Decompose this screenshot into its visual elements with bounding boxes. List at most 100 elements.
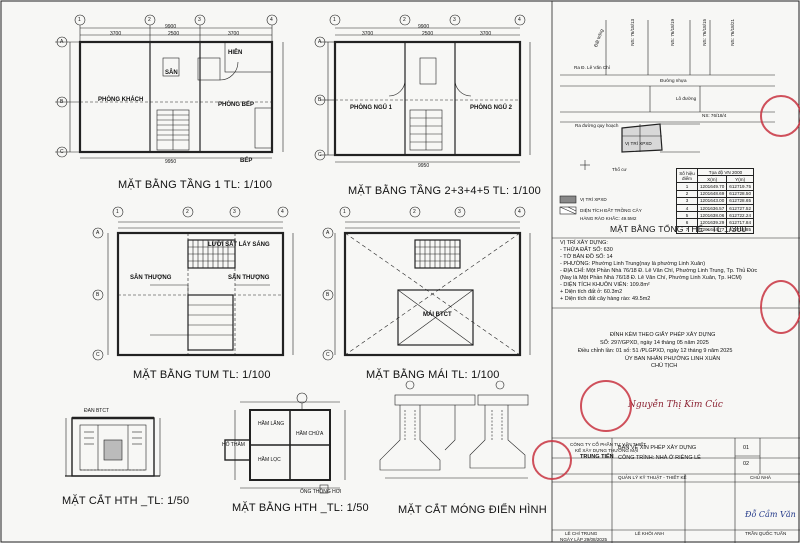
grid-col-1: 1 (78, 17, 81, 23)
hth-tank-store: HẦM CHỨA (296, 431, 324, 437)
info-line: - TỜ BẢN ĐỒ SỐ: 14 (560, 254, 613, 260)
legend-green: DIỆN TÍCH ĐẤT TRỒNG CÂY (580, 208, 642, 213)
tum-terrace-left: SÂN THƯỢNG (130, 275, 172, 281)
permit-signature: Nguyễn Thị Kim Cúc (628, 400, 723, 410)
company-line2: KẾ XÂY DỰNG THƯƠNG MẠI (575, 448, 639, 453)
coord-cell: 612728.50 (726, 189, 754, 198)
grid-row-c-4: C (326, 352, 330, 358)
permit-line4: ỦY BAN NHÂN PHƯỜNG LINH XUÂN (625, 356, 721, 362)
room-kitchen: PHÒNG BẾP (218, 102, 255, 108)
hth-tank-settle: HẦM LẮNG (258, 421, 285, 427)
coord-cell: 6 (676, 218, 698, 227)
coord-cell: 612722.24 (726, 211, 754, 220)
site-road1: Ra Đ. Lê Văn Chí (574, 65, 611, 70)
grid-row-b-4: B (326, 292, 330, 298)
dim-width-2: 2500 (168, 31, 180, 37)
tb-name1: LÊ CHÍ TRUNG (565, 531, 598, 536)
section-hth-title: MẶT CẮT HTH _TL: 1/50 (62, 495, 190, 507)
coord-header-row: Số hiệu điểm Tọa độ VN 2000 (676, 167, 754, 184)
room-living: PHÒNG KHÁCH (98, 97, 144, 103)
tb-date1: NGÀY LẬP 29/08/2025 (560, 537, 608, 542)
grid-col-4-2: 4 (518, 17, 521, 23)
hth-tank-filter: HẦM LỌC (258, 457, 281, 463)
dim-total-width-2: 9900 (418, 24, 430, 30)
legend-boundary: HÀNG RÀO KHẮC: 49.5M2 (580, 216, 637, 221)
site-road4: Lô đường (676, 96, 697, 101)
info-line: (Nay là Một Phần Nhà 76/18 Đ. Lê Văn Chí… (560, 275, 742, 281)
tb-col1-label: QUẢN LÝ KỸ THUẬT - THIẾT KẾ (618, 475, 687, 480)
grid-row-a: A (60, 39, 64, 45)
coord-cell: 612717.84 (726, 218, 754, 227)
room-bed1: PHÒNG NGỦ 1 (350, 105, 393, 111)
permit-line5: CHỦ TỊCH (651, 363, 678, 369)
site-plan (560, 20, 775, 170)
info-line: - THỬA ĐẤT SỐ: 630 (560, 247, 613, 253)
coord-header-point: Số hiệu điểm (676, 167, 698, 184)
street-label-3: NS: 76/18/15 (702, 18, 708, 46)
coord-header-system: Tọa độ VN 2000 (697, 167, 754, 177)
info-line: - ĐỊA CHỈ: Một Phần Nhà 76/18 Đ. Lê Văn … (560, 268, 758, 274)
grid-col-2-3: 2 (186, 209, 189, 215)
grid-col-4-3: 4 (281, 209, 284, 215)
dim-width-1: 3700 (110, 31, 122, 37)
grid-col-4-4: 4 (518, 209, 521, 215)
coord-header-y: Y(m) (726, 175, 754, 184)
coord-cell: 1 (676, 182, 698, 191)
grid-col-3-2: 3 (453, 17, 456, 23)
dim-bottom-total-2: 9950 (418, 163, 430, 169)
corner-seal-top (760, 95, 800, 137)
room-bed2: PHÒNG NGỦ 2 (470, 105, 513, 111)
grid-col-3-3: 3 (233, 209, 236, 215)
hth-plan (224, 392, 346, 494)
info-line: - DIỆN TÍCH KHUÔN VIÊN: 109.8m² (560, 282, 650, 288)
drawing-name: BẢN VẼ XIN PHÉP XÂY DỰNG (618, 445, 697, 451)
permit-line1: ĐÍNH KÈM THEO GIẤY PHÉP XÂY DỰNG (610, 332, 716, 338)
coord-cell: 4 (676, 203, 698, 213)
grid-row-c-3: C (96, 352, 100, 358)
grid-col-2: 2 (148, 17, 151, 23)
corner-seal-bottom (760, 280, 800, 334)
coord-cell: 612718.85 (726, 225, 754, 234)
coord-cell: 1201649.70 (696, 182, 728, 191)
coord-cell: 1201648.69 (696, 189, 728, 198)
company-line1: CÔNG TY CỔ PHẦN TƯ VẤN THIẾT (570, 442, 647, 447)
sheet-number: 01 (743, 445, 750, 451)
hth-vent: ỐNG THÔNG HƠI (300, 489, 342, 495)
coord-cell: 1201638.06 (696, 211, 728, 220)
tum-light: LƯỚI SẮT LẤY SÁNG (208, 242, 270, 248)
site-legend-swatches (559, 195, 577, 215)
grid-col-3-4: 3 (458, 209, 461, 215)
sheet-total: 02 (743, 461, 750, 467)
project-name: CÔNG TRÌNH: NHÀ Ở RIÊNG LẺ (618, 455, 701, 461)
floor2-title: MẶT BẰNG TẦNG 2+3+4+5 TL: 1/100 (348, 185, 541, 197)
tb-col2-label: CHỦ NHÀ (750, 475, 771, 480)
grid-row-c: C (60, 149, 64, 155)
site-lot-label: VỊ TRÍ XPXD (625, 141, 652, 146)
grid-col-1-2: 1 (333, 17, 336, 23)
coord-cell: 2 (676, 189, 698, 198)
owner-signature: Đỗ Cầm Văn (745, 510, 796, 519)
grid-row-c-2: C (318, 152, 322, 158)
tum-plan (92, 206, 294, 361)
coord-cell: 7 (676, 225, 698, 234)
coord-cell: 612727.52 (726, 203, 754, 213)
tum-terrace-right: SÂN THƯỢNG (228, 275, 270, 281)
dim-bottom-total: 9950 (165, 159, 177, 165)
grid-col-2-4: 2 (413, 209, 416, 215)
grid-col-4: 4 (270, 17, 273, 23)
coord-header-x: X(m) (696, 175, 728, 184)
coord-cell: 5 (676, 211, 698, 220)
floor1-plan (55, 14, 284, 159)
grid-row-b-2: B (318, 97, 322, 103)
coord-cell: 1201636.57 (696, 203, 728, 213)
tb-name2: LÊ KHÔI ANH (635, 531, 664, 536)
room-yard: HIÊN (228, 50, 243, 56)
grid-col-1-4: 1 (343, 209, 346, 215)
info-line: VỊ TRÍ XÂY DỰNG: (560, 240, 608, 246)
tb-name3: TRẦN QUỐC TUẤN (745, 531, 787, 536)
